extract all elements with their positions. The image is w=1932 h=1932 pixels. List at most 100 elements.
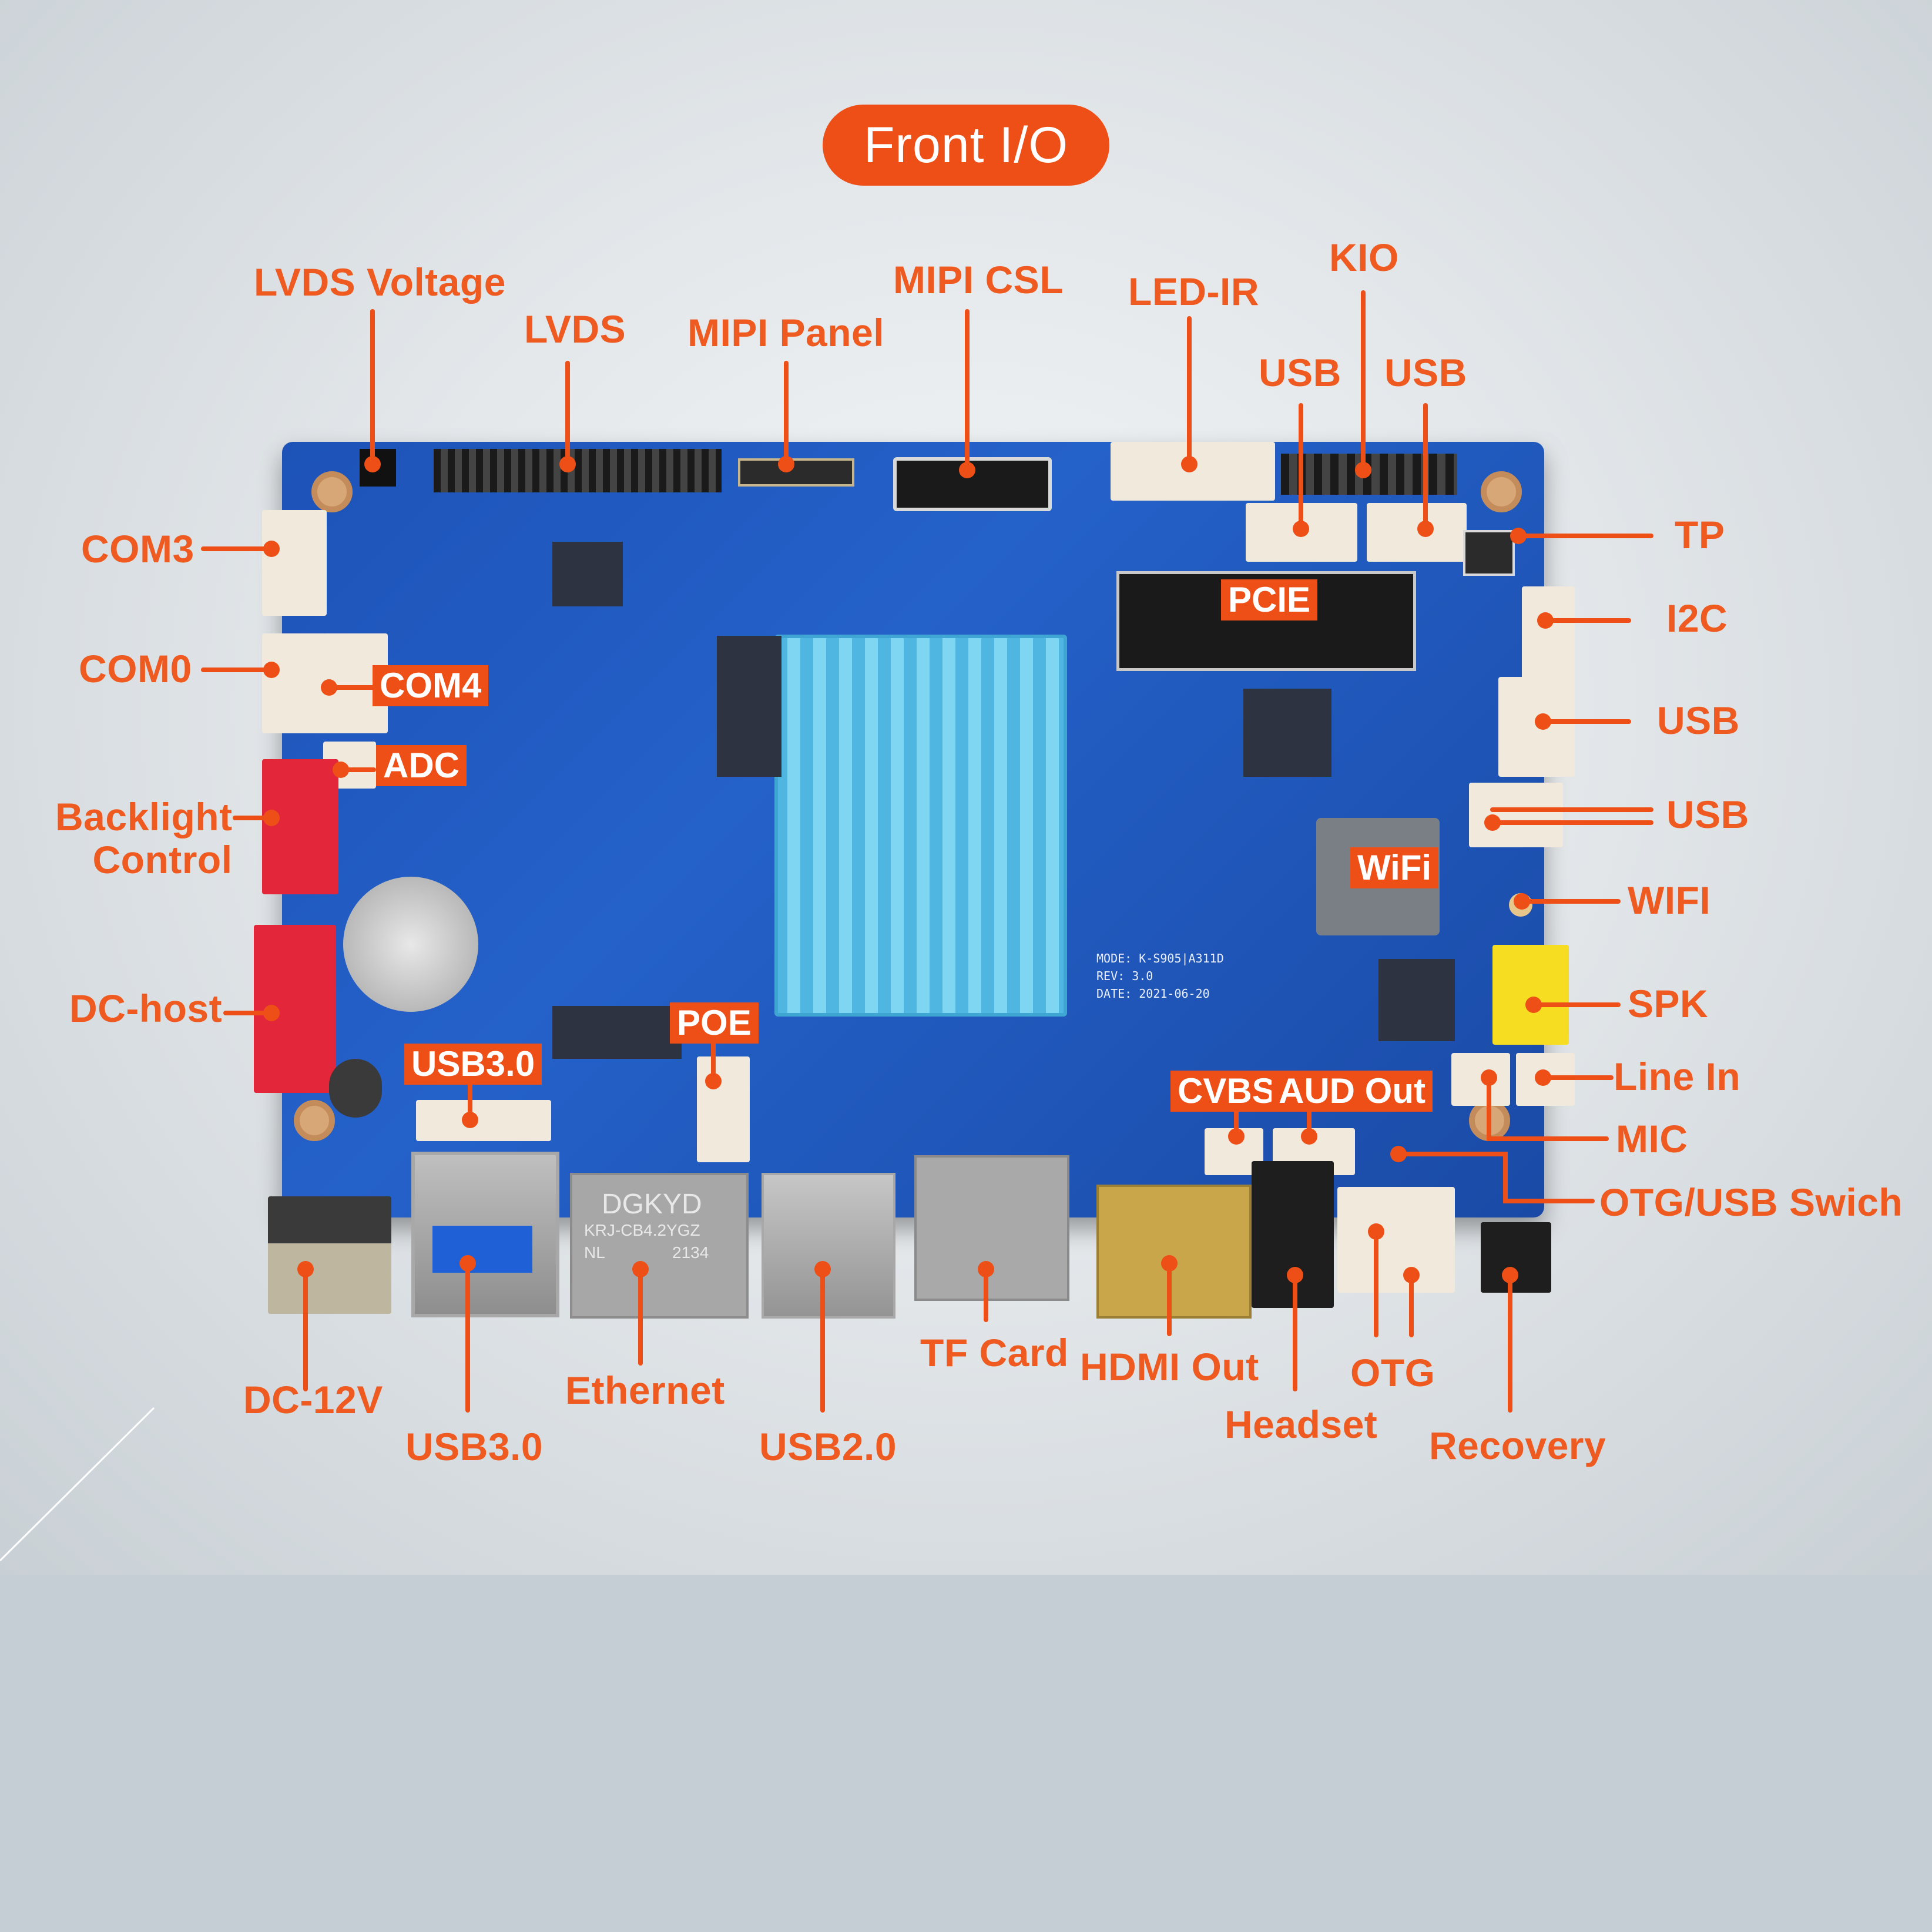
mounting-hole: [294, 1100, 335, 1141]
otg-connector: [1337, 1187, 1455, 1293]
dot: [459, 1255, 476, 1272]
label-backlight: Backlight: [55, 795, 233, 838]
label-mic: MIC: [1616, 1117, 1688, 1160]
dot: [1287, 1267, 1303, 1283]
dot: [1537, 612, 1554, 629]
label-com0: COM0: [79, 647, 192, 690]
tag-pcie: PCIE: [1221, 579, 1318, 620]
dot: [1161, 1255, 1178, 1272]
mipi-panel-connector: [738, 458, 854, 487]
tp-connector: [1463, 530, 1515, 576]
dot: [1417, 521, 1434, 537]
label-spk: SPK: [1628, 982, 1709, 1025]
rj45-nl: NL: [584, 1243, 605, 1262]
board-date: DATE: 2021-06-20: [1096, 987, 1210, 1001]
tag-wifi: WiFi: [1350, 847, 1439, 888]
usb30-connector: [416, 1100, 551, 1141]
rj45-code: 2134: [672, 1243, 709, 1262]
dot: [959, 462, 975, 478]
board-model: MODE: K-S905|A311D: [1096, 951, 1224, 965]
tag-cvbs: CVBS: [1170, 1071, 1283, 1112]
tag-aud-out: AUD Out: [1272, 1071, 1433, 1112]
leader-mic: [1487, 1075, 1609, 1141]
label-backlight-control: Backlight Control: [55, 796, 233, 881]
mounting-hole: [1481, 471, 1522, 512]
label-recovery: Recovery: [1429, 1424, 1606, 1467]
label-i2c: I2C: [1666, 596, 1728, 640]
tag-usb30: USB3.0: [404, 1044, 542, 1085]
dc-12v-jack: [268, 1196, 391, 1314]
label-mipi-csl: MIPI CSL: [893, 258, 1064, 301]
label-otg: OTG: [1350, 1351, 1435, 1394]
label-usb-top-2: USB: [1384, 351, 1467, 394]
dot: [1525, 997, 1542, 1013]
com3-connector: [262, 510, 327, 616]
dot: [559, 456, 576, 472]
label-mipi-panel: MIPI Panel: [687, 311, 885, 354]
poe-connector: [697, 1056, 750, 1162]
dot: [1535, 713, 1551, 730]
decorative-diagonal: [0, 1407, 155, 1562]
dot: [1293, 521, 1309, 537]
pcie-slot: [1116, 571, 1416, 671]
dot: [1403, 1267, 1420, 1283]
dot: [1481, 1069, 1497, 1086]
label-dc-12v: DC-12V: [243, 1378, 383, 1421]
label-control: Control: [92, 837, 233, 881]
dot: [814, 1261, 831, 1277]
capacitor: [329, 1059, 382, 1118]
usb30-port-tongue: [432, 1226, 532, 1273]
rj45-model: KRJ-CB4.2YGZ: [584, 1221, 700, 1239]
chip: [552, 542, 623, 606]
mic-connector: [1451, 1053, 1510, 1106]
label-dc-host: DC-host: [69, 987, 223, 1030]
tag-adc: ADC: [376, 745, 467, 786]
dot: [263, 810, 280, 826]
label-usb20: USB2.0: [759, 1425, 897, 1468]
label-usb30-bottom: USB3.0: [405, 1425, 544, 1468]
dot: [1301, 1128, 1317, 1145]
chip: [1378, 959, 1455, 1041]
dot: [1181, 456, 1198, 472]
dot: [632, 1261, 649, 1277]
label-usb-top-1: USB: [1259, 351, 1341, 394]
hdmi-port: [1096, 1185, 1252, 1319]
chip: [717, 636, 781, 777]
coin-battery: [343, 877, 478, 1012]
dot: [1514, 893, 1530, 910]
board-rev: REV: 3.0: [1096, 969, 1153, 983]
dot: [263, 541, 280, 557]
leader-otg-switch: [1396, 1152, 1595, 1203]
label-ethernet: Ethernet: [565, 1368, 725, 1412]
label-usb-right-1: USB: [1657, 699, 1740, 742]
label-lvds: LVDS: [524, 307, 626, 351]
label-kio: KIO: [1329, 236, 1399, 279]
dot: [1502, 1267, 1518, 1283]
label-usb-right-2: USB: [1666, 793, 1749, 836]
dot: [1535, 1069, 1551, 1086]
mounting-hole: [311, 471, 353, 512]
dot: [705, 1073, 722, 1089]
dot: [978, 1261, 994, 1277]
board-model-text: MODE: K-S905|A311D REV: 3.0 DATE: 2021-0…: [1096, 950, 1224, 1002]
label-line-in: Line In: [1614, 1055, 1741, 1098]
dot: [462, 1112, 478, 1128]
recovery-button: [1481, 1222, 1551, 1293]
dot: [778, 456, 794, 472]
background-lower: [0, 1575, 1932, 1932]
label-lvds-voltage: LVDS Voltage: [254, 260, 506, 304]
chip: [1243, 689, 1331, 777]
label-led-ir: LED-IR: [1128, 270, 1259, 313]
label-hdmi-out: HDMI Out: [1080, 1345, 1259, 1388]
dot: [263, 1005, 280, 1021]
com0-connector: [262, 633, 327, 733]
dot: [1228, 1128, 1245, 1145]
dot: [263, 662, 280, 678]
rj45-brand: DGKYD: [602, 1189, 702, 1220]
dot: [364, 456, 381, 472]
chip: [552, 1006, 682, 1059]
heatsink: [774, 635, 1067, 1017]
dot: [1510, 528, 1527, 544]
usb30-port: [411, 1152, 559, 1317]
